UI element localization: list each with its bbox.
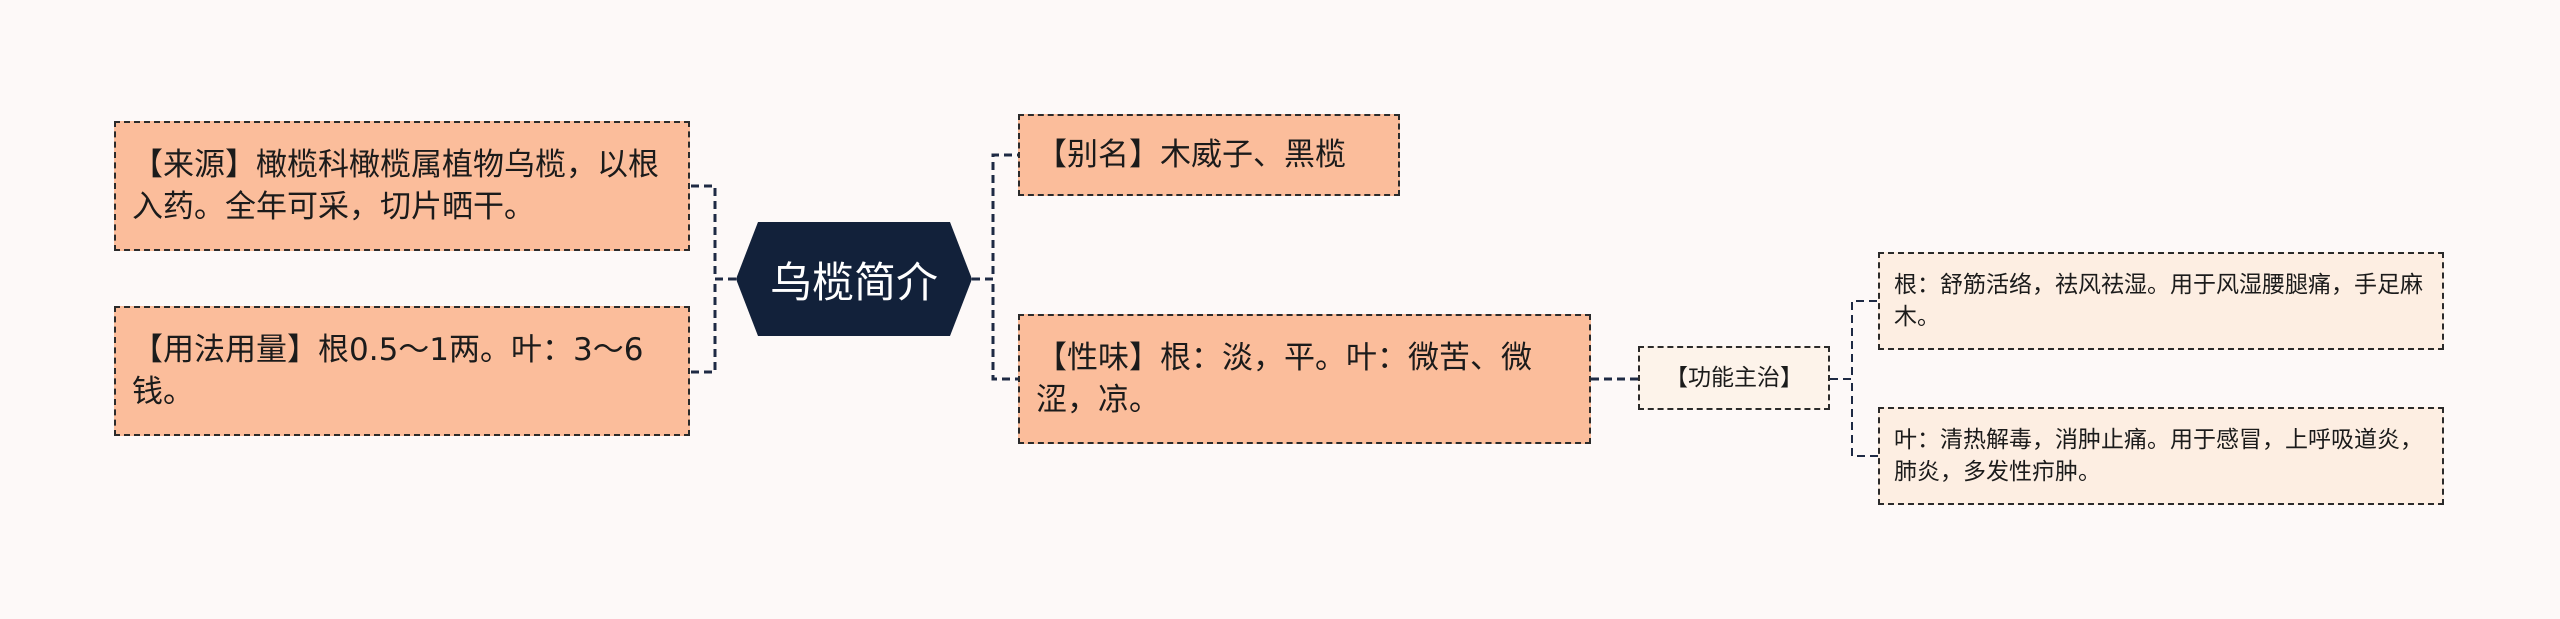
topic-alias-text: 【别名】木威子、黑榄 <box>1036 137 1346 173</box>
connector-function-leaf <box>1830 378 1878 457</box>
topic-usage-text: 【用法用量】根0.5～1两。叶：3～6钱。 <box>132 332 644 410</box>
topic-function-root-text: 根：舒筋活络，祛风祛湿。用于风湿腰腿痛，手足麻木。 <box>1894 272 2423 330</box>
topic-function[interactable]: 【功能主治】 <box>1638 346 1830 410</box>
topic-usage[interactable]: 【用法用量】根0.5～1两。叶：3～6钱。 <box>114 306 690 436</box>
topic-nature[interactable]: 【性味】根：淡，平。叶：微苦、微涩，凉。 <box>1018 314 1591 444</box>
connector-root-usage <box>690 277 736 374</box>
root-topic[interactable]: 乌榄简介 <box>736 222 972 336</box>
connector-function-root <box>1830 300 1878 380</box>
topic-source-text: 【来源】橄榄科橄榄属植物乌榄，以根入药。全年可采，切片晒干。 <box>132 147 659 225</box>
root-hexagon-shape <box>736 222 972 336</box>
topic-alias[interactable]: 【别名】木威子、黑榄 <box>1018 114 1400 196</box>
root-topic-label: 乌榄简介 <box>769 257 938 307</box>
topic-function-leaf-text: 叶：清热解毒，消肿止痛。用于感冒，上呼吸道炎，肺炎，多发性疖肿。 <box>1894 427 2423 485</box>
topic-nature-text: 【性味】根：淡，平。叶：微苦、微涩，凉。 <box>1036 340 1532 418</box>
connector-root-source <box>690 184 736 281</box>
topic-function-root[interactable]: 根：舒筋活络，祛风祛湿。用于风湿腰腿痛，手足麻木。 <box>1878 252 2444 350</box>
topic-function-leaf[interactable]: 叶：清热解毒，消肿止痛。用于感冒，上呼吸道炎，肺炎，多发性疖肿。 <box>1878 407 2444 505</box>
topic-source[interactable]: 【来源】橄榄科橄榄属植物乌榄，以根入药。全年可采，切片晒干。 <box>114 121 690 251</box>
connector-root-nature <box>972 277 1018 381</box>
connector-root-alias <box>972 153 1018 281</box>
topic-function-text: 【功能主治】 <box>1665 365 1803 391</box>
